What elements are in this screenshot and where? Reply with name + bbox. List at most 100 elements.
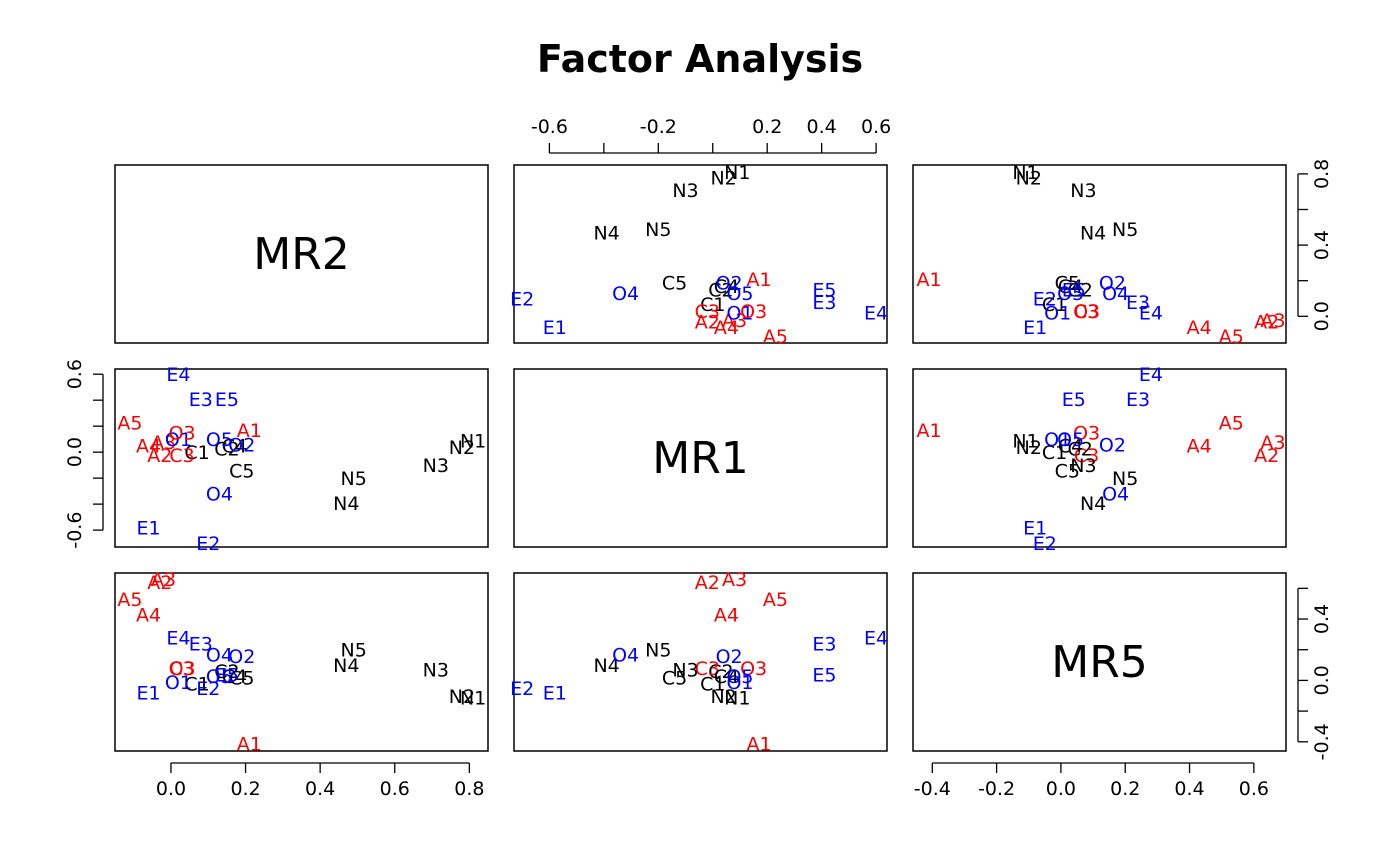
point-E3-MR2-MR1: E3: [189, 389, 213, 411]
panel-MR5-MR5: [912, 572, 1287, 752]
point-N5-MR5-MR1: N5: [1112, 468, 1138, 490]
point-C4-MR5-MR1: C4: [1058, 436, 1083, 458]
point-O4-MR5-MR2: O4: [1102, 283, 1129, 305]
point-N1-MR5-MR2: N1: [1012, 162, 1038, 184]
point-E2-MR2-MR5: E2: [196, 678, 220, 700]
diagonal-label-MR5: MR5: [1051, 637, 1148, 688]
chart-title: Factor Analysis: [537, 37, 863, 81]
point-C3-MR2-MR5: C3: [169, 658, 194, 680]
point-O3-MR1-MR5: O3: [740, 658, 767, 680]
point-E5-MR1-MR5: E5: [812, 664, 836, 686]
point-N1-MR2-MR1: N1: [460, 431, 486, 453]
point-C1-MR5-MR1: C1: [1042, 442, 1067, 464]
point-N3-MR2-MR5: N3: [423, 660, 449, 682]
panel-MR2-MR5: [912, 164, 1287, 344]
point-C5-MR1-MR2: C5: [662, 273, 687, 295]
point-N1-MR2-MR5: N1: [460, 687, 486, 709]
point-O1-MR2-MR5: O1: [165, 672, 192, 694]
point-O3-MR2-MR5: O3: [169, 658, 196, 680]
point-A5-MR1-MR5: A5: [763, 589, 788, 611]
point-A1-MR2-MR1: A1: [237, 420, 262, 442]
tick-label-v-MR5-0.0: 0.0: [1311, 665, 1333, 695]
point-O3-MR1-MR2: O3: [740, 301, 767, 323]
point-C3-MR5-MR2: C3: [1074, 301, 1099, 323]
point-C1-MR2-MR5: C1: [184, 674, 209, 696]
tick-label-MR2-0.0: 0.0: [156, 778, 186, 800]
point-E4-MR1-MR5: E4: [864, 627, 888, 649]
point-E1-MR1-MR5: E1: [543, 683, 567, 705]
tick-label-MR1--0.2: -0.2: [640, 116, 677, 138]
panel-MR1-MR1: [513, 368, 888, 548]
point-N3-MR5-MR1: N3: [1070, 455, 1096, 477]
point-A4-MR5-MR2: A4: [1187, 317, 1212, 339]
tick-label-MR5-0.0: 0.0: [1046, 778, 1076, 800]
point-C3-MR1-MR5: C3: [695, 658, 720, 680]
point-O1-MR1-MR5: O1: [726, 672, 753, 694]
point-A5-MR2-MR5: A5: [117, 589, 142, 611]
tick-label-MR2-0.2: 0.2: [230, 778, 260, 800]
point-C5-MR5-MR2: C5: [1055, 273, 1080, 295]
point-C1-MR1-MR2: C1: [700, 294, 725, 316]
point-E3-MR1-MR2: E3: [812, 292, 836, 314]
point-O2-MR1-MR2: O2: [716, 273, 743, 295]
point-N2-MR2-MR5: N2: [449, 686, 475, 708]
point-N2-MR2-MR1: N2: [449, 437, 475, 459]
point-N4-MR2-MR1: N4: [333, 493, 359, 515]
point-C2-MR1-MR5: C2: [708, 661, 733, 683]
tick-label-v-MR2-0.8: 0.8: [1311, 159, 1333, 189]
point-O5-MR1-MR5: O5: [726, 666, 753, 688]
point-A3-MR5-MR1: A3: [1261, 432, 1286, 454]
point-C5-MR1-MR5: C5: [662, 667, 687, 689]
point-N3-MR5-MR2: N3: [1070, 180, 1096, 202]
point-N3-MR1-MR2: N3: [672, 180, 698, 202]
point-O5-MR2-MR1: O5: [206, 429, 233, 451]
point-N2-MR5-MR1: N2: [1016, 437, 1042, 459]
point-E2-MR5-MR2: E2: [1033, 289, 1057, 311]
point-O1-MR2-MR1: O1: [165, 429, 192, 451]
point-C2-MR5-MR1: C2: [1068, 438, 1093, 460]
panel-MR5-MR2: [114, 572, 489, 752]
point-E1-MR2-MR1: E1: [137, 518, 161, 540]
point-N3-MR1-MR5: N3: [672, 660, 698, 682]
point-O4-MR1-MR5: O4: [612, 644, 639, 666]
point-N5-MR1-MR2: N5: [645, 219, 671, 241]
point-A5-MR1-MR2: A5: [763, 326, 788, 348]
point-O1-MR5-MR2: O1: [1044, 303, 1071, 325]
tick-label-MR1-0.6: 0.6: [861, 116, 891, 138]
point-N2-MR1-MR2: N2: [710, 168, 736, 190]
point-A1-MR1-MR5: A1: [746, 733, 771, 755]
point-O4-MR5-MR1: O4: [1102, 484, 1129, 506]
point-A4-MR2-MR1: A4: [136, 436, 161, 458]
point-C4-MR1-MR2: C4: [714, 276, 739, 298]
point-E2-MR1-MR2: E2: [510, 289, 534, 311]
point-A3-MR1-MR5: A3: [722, 569, 747, 591]
tick-label-v-MR2-0.0: 0.0: [1311, 301, 1333, 331]
point-E5-MR1-MR2: E5: [812, 280, 836, 302]
point-A2-MR2-MR5: A2: [147, 572, 172, 594]
tick-label-v-MR2-0.4: 0.4: [1311, 230, 1333, 260]
point-C1-MR5-MR2: C1: [1042, 294, 1067, 316]
point-A2-MR5-MR1: A2: [1254, 445, 1279, 467]
point-E4-MR5-MR2: E4: [1139, 303, 1163, 325]
tick-label-MR1-0.2: 0.2: [752, 116, 782, 138]
point-C3-MR2-MR1: C3: [169, 445, 194, 467]
point-O2-MR1-MR5: O2: [716, 646, 743, 668]
diagonal-label-MR1: MR1: [652, 433, 749, 484]
point-N5-MR2-MR1: N5: [341, 468, 367, 490]
tick-label-v-MR5--0.4: -0.4: [1311, 723, 1333, 760]
point-E5-MR2-MR1: E5: [215, 389, 239, 411]
point-E1-MR5-MR1: E1: [1023, 518, 1047, 540]
point-N4-MR1-MR5: N4: [593, 655, 619, 677]
point-O3-MR5-MR2: O3: [1073, 301, 1100, 323]
point-A4-MR2-MR5: A4: [136, 604, 161, 626]
tick-label-v-MR1-0.6: 0.6: [64, 359, 86, 389]
point-A1-MR2-MR5: A1: [237, 733, 262, 755]
point-A2-MR2-MR1: A2: [147, 445, 172, 467]
point-O2-MR5-MR2: O2: [1099, 273, 1126, 295]
tick-label-MR2-0.4: 0.4: [305, 778, 335, 800]
point-O5-MR1-MR2: O5: [726, 283, 753, 305]
point-E4-MR2-MR5: E4: [166, 627, 190, 649]
panel-MR2-MR1: [513, 164, 888, 344]
